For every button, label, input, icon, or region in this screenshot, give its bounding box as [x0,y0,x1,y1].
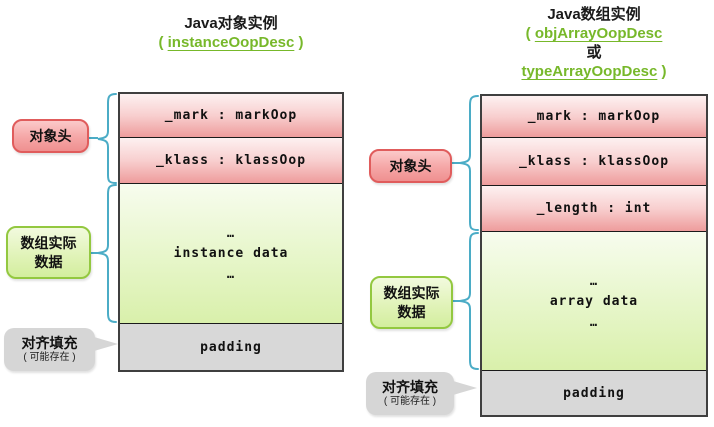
object-header-label: 对象头 [12,119,89,153]
array-padding-row: padding [482,371,706,415]
instance-data-label: instance data [173,246,289,261]
ellipsis-top: … [226,226,236,240]
array-header-connector [450,162,460,164]
object-align-bubble: 对齐填充 ( 可能存在 ) [4,328,118,371]
array-data-brace [459,232,479,370]
object-data-connector [88,252,98,254]
array-data-row: … array data … [482,232,706,371]
ellipsis-top: … [589,273,599,288]
array-title: Java数组实例 [547,6,641,23]
array-data-label-line1: 数组实际 [383,284,440,301]
paren-open: ( [158,34,168,51]
array-header-brace [459,95,479,231]
object-title: Java对象实例 [184,15,278,32]
array-align-bubble-pointer [453,381,477,395]
object-data-label-line1: 数组实际 [20,234,77,251]
object-header-label-text: 对象头 [29,127,72,144]
ellipsis-bottom: … [226,267,236,281]
object-padding-row: padding [120,324,342,370]
paren-close: ) [657,63,667,80]
array-subtitle-line1: ( objArrayOopDesc [468,24,714,43]
object-data-label: 数组实际 数据 [6,226,91,279]
typeArrayOopDesc-link[interactable]: typeArrayOopDesc [521,63,658,80]
array-header-label-text: 对象头 [389,157,432,174]
array-klass-row: _klass : klassOop [482,138,706,186]
object-mark-row: _mark : markOop [120,94,342,138]
array-title-block: Java数组实例 ( objArrayOopDesc 或 typeArrayOo… [468,5,714,81]
array-header-label: 对象头 [369,149,452,183]
object-instance-data-row: … instance data … [120,184,342,324]
array-subtitle-line3: typeArrayOopDesc ) [468,62,714,81]
object-subtitle: ( instanceOopDesc ) [108,33,354,52]
instanceOopDesc-link[interactable]: instanceOopDesc [167,34,295,51]
array-data-connector [450,300,460,302]
object-klass-row: _klass : klassOop [120,138,342,184]
array-mark-row: _mark : markOop [482,96,706,138]
object-memory-box: _mark : markOop _klass : klassOop … inst… [118,92,344,372]
ellipsis-bottom: … [589,314,599,329]
array-align-title: 对齐填充 [382,379,438,395]
array-subtitle-or: 或 [586,44,602,61]
array-align-note: ( 可能存在 ) [383,396,437,407]
array-data-label-line2: 数据 [397,303,426,320]
object-align-note: ( 可能存在 ) [23,352,76,363]
objArrayOopDesc-link[interactable]: objArrayOopDesc [534,25,663,42]
array-data-label: array data [549,293,639,309]
paren-close: ) [294,34,304,51]
object-header-connector [88,137,98,139]
object-data-label-line2: 数据 [34,253,63,270]
object-align-bubble-pointer [94,337,118,351]
array-data-label: 数组实际 数据 [370,276,453,329]
array-length-row: _length : int [482,186,706,232]
object-data-brace [97,184,117,323]
array-memory-box: _mark : markOop _klass : klassOop _lengt… [480,94,708,417]
array-align-bubble: 对齐填充 ( 可能存在 ) [366,372,477,415]
paren-open: ( [525,25,535,42]
object-title-block: Java对象实例 ( instanceOopDesc ) [108,14,354,52]
object-align-title: 对齐填充 [21,335,78,351]
object-header-brace [97,93,117,184]
